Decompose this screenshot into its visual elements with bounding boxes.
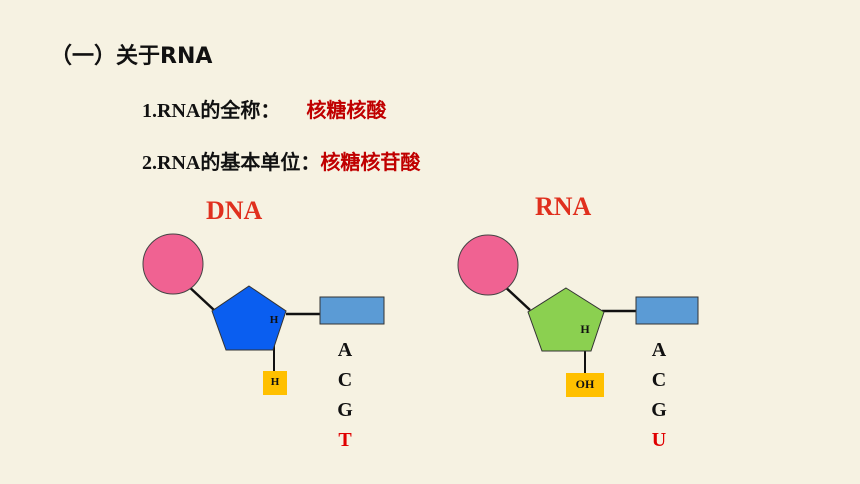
rna-base-g: G bbox=[651, 399, 667, 421]
dna-h-group-label: H bbox=[270, 376, 280, 388]
rna-base-rect bbox=[635, 296, 699, 325]
dna-base-t: T bbox=[338, 429, 352, 451]
dna-base-a: A bbox=[337, 339, 353, 361]
rna-basic-unit-label: 2.RNA的基本单位： bbox=[142, 152, 321, 174]
rna-full-name-label: 1.RNA的全称： bbox=[142, 100, 281, 122]
dna-bases-list: A C G T bbox=[333, 335, 357, 455]
dna-deoxyribose-pentagon bbox=[211, 285, 287, 351]
dna-h-group-box bbox=[263, 371, 287, 395]
dna-base-g: G bbox=[337, 399, 353, 421]
rna-full-name-answer: 核糖核酸 bbox=[306, 98, 387, 122]
dna-base-c: C bbox=[337, 369, 353, 391]
rna-title: RNA bbox=[535, 192, 592, 221]
dna-sugar-h-label: H bbox=[269, 314, 279, 326]
rna-oh-group-label: OH bbox=[575, 377, 595, 391]
dna-phosphate-circle bbox=[142, 233, 204, 295]
rna-base-a: A bbox=[651, 339, 667, 361]
rna-base-c: C bbox=[651, 369, 667, 391]
rna-full-name-line: 1.RNA的全称： 核糖核酸 bbox=[142, 94, 386, 123]
rna-oh-group-box bbox=[566, 373, 604, 397]
rna-basic-unit-answer: 核糖核苷酸 bbox=[320, 150, 421, 174]
dna-base-rect bbox=[319, 296, 385, 325]
dna-title: DNA bbox=[206, 196, 263, 225]
rna-phosphate-circle bbox=[457, 234, 519, 296]
rna-ribose-pentagon bbox=[527, 287, 605, 352]
rna-bases-list: A C G U bbox=[647, 335, 671, 455]
rna-basic-unit-line: 2.RNA的基本单位：核糖核苷酸 bbox=[142, 146, 420, 175]
rna-base-u: U bbox=[651, 429, 667, 451]
rna-nucleotide bbox=[457, 234, 699, 397]
dna-nucleotide bbox=[142, 233, 385, 395]
section-heading: （一）关于RNA bbox=[50, 44, 213, 69]
rna-sugar-h-label: H bbox=[580, 322, 590, 336]
